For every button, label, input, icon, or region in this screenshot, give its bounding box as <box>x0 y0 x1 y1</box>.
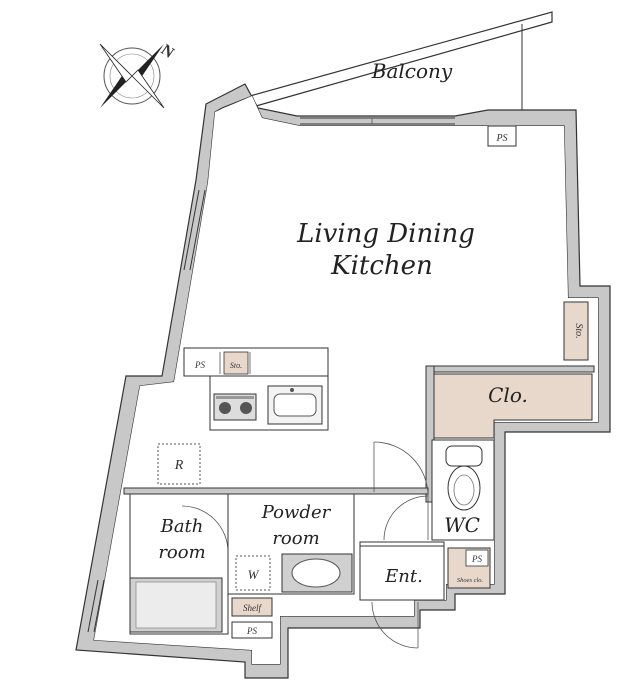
ldk-label-line1: Living Dining <box>296 219 475 249</box>
ps-top-box <box>487 125 517 147</box>
ps-entrance-label: PS <box>471 554 482 564</box>
storage-right-label: Sto. <box>573 323 584 338</box>
bath-door-swing <box>181 505 229 553</box>
partition-wall <box>123 487 429 495</box>
hall-door-swing-top <box>373 441 429 497</box>
wc-label: WC <box>444 513 480 537</box>
bath-window <box>87 579 105 633</box>
ps-kitchen-label: PS <box>194 360 205 370</box>
sink-icon <box>267 385 323 425</box>
refrigerator-space <box>157 443 201 485</box>
washer-label: W <box>248 567 260 582</box>
closet-left-wall <box>425 365 435 503</box>
closet-wall <box>431 365 595 373</box>
storage-kitchen-label: Sto. <box>230 361 242 370</box>
powder-label-line1: Powder <box>261 502 332 523</box>
shelf-label: Shelf <box>243 603 262 613</box>
wc-door-swing <box>383 495 429 541</box>
washer-space <box>235 555 271 591</box>
compass-north-label: N <box>158 41 178 62</box>
balcony-window <box>300 117 455 125</box>
balcony-label: Balcony <box>371 59 453 83</box>
storage-right <box>563 301 589 361</box>
shelf <box>231 597 273 617</box>
entrance <box>359 541 445 601</box>
ps-bottom-box <box>231 621 273 639</box>
bath-label-line1: Bath <box>160 516 204 537</box>
vanity-sink-icon <box>281 553 353 593</box>
shoes-closet-label: Shoes clo. <box>457 577 484 584</box>
entry-door-swing <box>371 601 419 649</box>
ldk-label-line2: Kitchen <box>330 251 433 281</box>
ps-bottom-label: PS <box>246 626 257 636</box>
left-window <box>183 189 206 271</box>
entrance-label: Ent. <box>384 566 423 587</box>
refrigerator-label: R <box>174 458 184 473</box>
compass-icon: N <box>99 41 178 109</box>
stove-icon <box>213 393 257 421</box>
bath-label-line2: room <box>158 542 205 563</box>
ps-entrance-box <box>465 549 489 567</box>
toilet-icon <box>445 445 483 511</box>
closet-label: Clo. <box>488 383 528 407</box>
ps-top-label: PS <box>495 133 507 144</box>
powder-label-line2: room <box>272 528 319 549</box>
